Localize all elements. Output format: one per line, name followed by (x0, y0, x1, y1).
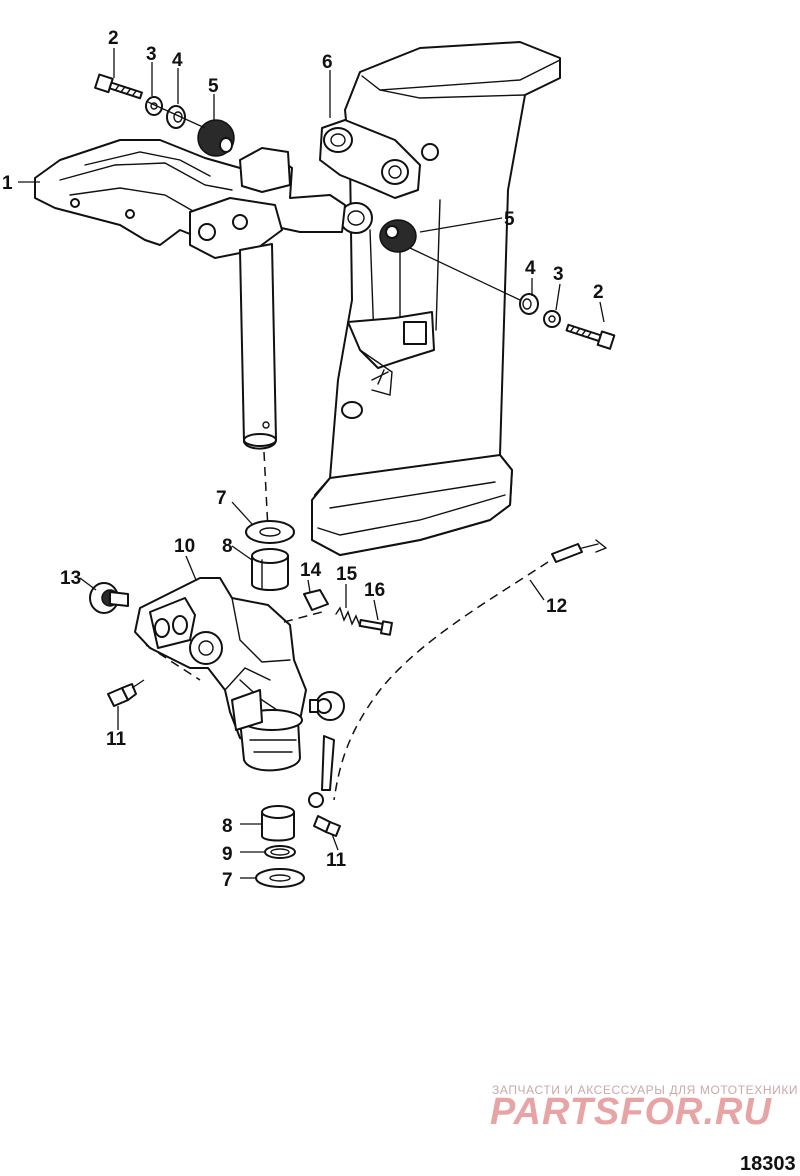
callout-6: 6 (322, 52, 333, 73)
housing-centerline-right (283, 611, 323, 623)
washer-upper (145, 96, 163, 116)
grease-fitting-right (313, 815, 341, 837)
shaft-centerline (263, 451, 269, 531)
callout-5-lower: 5 (504, 209, 515, 230)
callout-9: 9 (222, 844, 233, 865)
callout-5-upper: 5 (208, 76, 219, 97)
callout-4-upper: 4 (172, 50, 183, 71)
bushing-lower (261, 805, 295, 842)
swivel-bracket (34, 139, 346, 259)
watermark-caption: ЗАПЧАСТИ И АКСЕССУАРЫ ДЛЯ МОТОТЕХНИКИ (492, 1083, 798, 1097)
mount-bolt-upper (94, 73, 143, 100)
thrust-washer-lower (255, 868, 305, 888)
lower-swivel-housing (134, 577, 307, 772)
callout-10: 10 (174, 536, 195, 557)
callout-16: 16 (364, 580, 385, 601)
rubber-mount-lower (379, 219, 417, 253)
callout-3-lower: 3 (553, 264, 564, 285)
lock-bolt (358, 618, 393, 636)
o-ring-lower (264, 845, 296, 859)
steering-shaft (239, 243, 277, 450)
lock-spring (335, 606, 361, 627)
bushing-upper (251, 548, 289, 591)
thrust-washer-upper (245, 520, 295, 544)
callout-13: 13 (60, 568, 81, 589)
lock-clip (303, 589, 329, 611)
bushing-cap-right (309, 691, 345, 721)
cup-washer-upper (166, 105, 186, 129)
watermark: ЗАПЧАСТИ И АКСЕССУАРЫ ДЛЯ МОТОТЕХНИКИ PA… (490, 1083, 798, 1133)
ground-wire (308, 539, 607, 808)
grease-fitting-left (107, 683, 137, 707)
bushing-cap-left (89, 582, 129, 614)
callout-11-left: 11 (106, 729, 127, 750)
callout-11-right: 11 (326, 850, 347, 871)
callout-8-lower: 8 (222, 816, 233, 837)
callout-7-lower: 7 (222, 870, 233, 891)
rubber-mount-upper (197, 119, 235, 157)
callout-12: 12 (546, 596, 567, 617)
callout-8-upper: 8 (222, 536, 233, 557)
callout-1: 1 (2, 173, 13, 194)
callout-2-lower: 2 (593, 282, 604, 303)
callout-labels: 1 2 3 4 5 6 5 4 3 2 7 8 10 13 14 15 16 1… (2, 28, 604, 891)
callout-2-upper: 2 (108, 28, 119, 49)
callout-14: 14 (300, 560, 322, 581)
callout-15: 15 (336, 564, 358, 585)
callout-4-lower: 4 (525, 258, 536, 279)
diagram-id-number: 18303 (740, 1153, 796, 1175)
driveshaft-housing (311, 41, 561, 556)
mount-bolt-lower (565, 323, 616, 350)
housing-centerline-left (145, 644, 201, 681)
callout-3-upper: 3 (146, 44, 157, 65)
washer-lower (543, 310, 561, 328)
callout-7-upper: 7 (216, 488, 227, 509)
watermark-logo: PARTSFOR.RU (490, 1091, 772, 1133)
cup-washer-lower (519, 293, 539, 315)
leader-lines (18, 48, 605, 879)
